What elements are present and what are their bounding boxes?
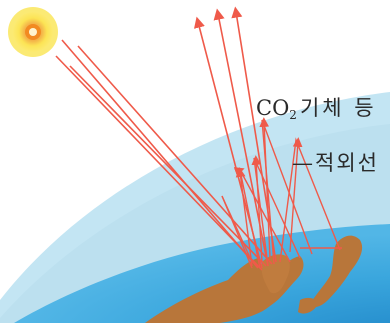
trapped-rays bbox=[221, 117, 342, 269]
trapped-ray bbox=[259, 117, 271, 259]
trapped-ray bbox=[289, 137, 303, 253]
co2-subscript: 2 bbox=[289, 108, 297, 122]
incoming-ray bbox=[69, 65, 267, 267]
infrared-label: —적외선 bbox=[292, 151, 379, 175]
incoming-ray bbox=[55, 55, 263, 271]
trapped-ray bbox=[235, 167, 253, 267]
escaping-ray bbox=[231, 6, 277, 263]
land-japan bbox=[310, 235, 363, 307]
land-peninsula bbox=[261, 254, 290, 294]
land-japan-south bbox=[298, 297, 318, 314]
sun-icon bbox=[8, 7, 58, 57]
incoming-ray bbox=[77, 45, 273, 265]
trapped-ray bbox=[251, 155, 263, 263]
incoming-ray bbox=[61, 39, 259, 269]
co2-suffix: 기체 등 bbox=[299, 96, 377, 120]
co2-prefix: CO bbox=[256, 96, 290, 120]
incoming-rays bbox=[55, 39, 273, 271]
trapped-ray bbox=[221, 195, 253, 263]
